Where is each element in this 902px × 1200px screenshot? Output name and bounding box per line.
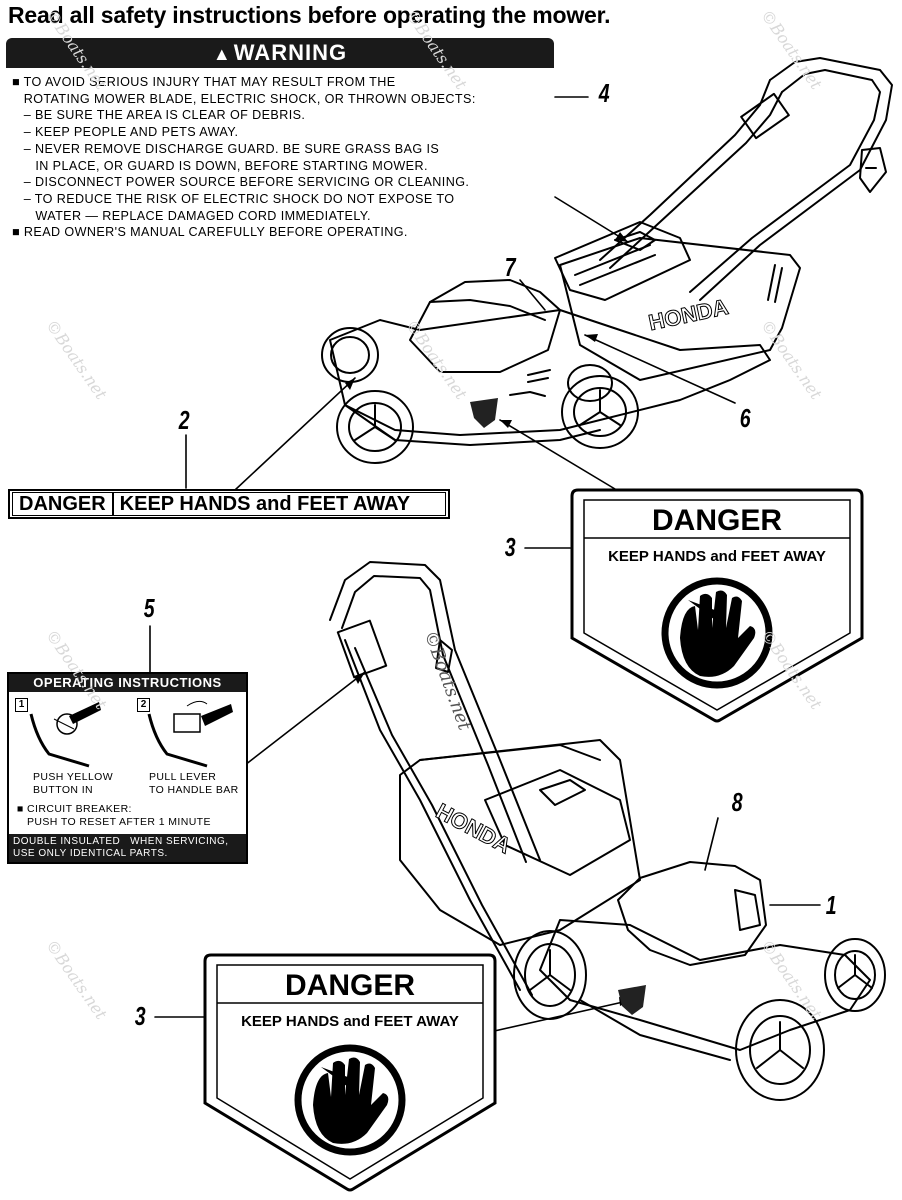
warning-triangle-icon: ▲ — [212, 44, 232, 64]
danger-strip-right: KEEP HANDS and FEET AWAY — [119, 492, 411, 515]
warning-header-text: WARNING — [233, 40, 348, 65]
operating-instructions-footer: DOUBLE INSULATED WHEN SERVICING, USE ONL… — [9, 834, 246, 862]
warning-line: – KEEP PEOPLE AND PETS AWAY. — [12, 125, 239, 140]
warning-text-block: ■ TO AVOID SERIOUS INJURY THAT MAY RESUL… — [12, 74, 542, 241]
mower-decals — [470, 398, 646, 1015]
callout-5: 5 — [143, 593, 155, 623]
callout-2: 2 — [178, 405, 190, 435]
operating-instructions-label: OPERATING INSTRUCTIONS 1 2 PUSH YELLOW B… — [7, 672, 248, 864]
callout-4: 4 — [598, 78, 610, 108]
hand-hazard-icon — [661, 577, 773, 689]
warning-header: ▲WARNING — [6, 38, 554, 68]
step-1-line-1: PUSH YELLOW — [33, 771, 114, 783]
callout-6: 6 — [739, 403, 751, 433]
callout-7: 7 — [504, 252, 516, 282]
breaker-line-2: PUSH TO RESET AFTER 1 MINUTE — [27, 816, 211, 828]
operating-steps-illustration — [29, 700, 233, 768]
warning-label: ▲WARNING ■ TO AVOID SERIOUS INJURY THAT … — [6, 38, 554, 248]
warning-line: ■ READ OWNER'S MANUAL CAREFULLY BEFORE O… — [12, 225, 408, 240]
danger-strip-label: DANGER KEEP HANDS and FEET AWAY — [8, 489, 450, 519]
danger-sign-heading: DANGER — [652, 504, 782, 537]
step-2-line-1: PULL LEVER — [149, 771, 217, 783]
step-1-line-2: BUTTON IN — [33, 784, 93, 796]
footer-line-1: DOUBLE INSULATED WHEN SERVICING, — [13, 836, 229, 847]
step-2-line-2: TO HANDLE BAR — [149, 784, 239, 796]
step-1-number: 1 — [15, 698, 28, 712]
warning-line: IN PLACE, OR GUARD IS DOWN, BEFORE START… — [12, 158, 428, 173]
leader-lines — [149, 96, 821, 1033]
operating-instructions-header: OPERATING INSTRUCTIONS — [9, 674, 246, 692]
warning-line: ■ TO AVOID SERIOUS INJURY THAT MAY RESUL… — [12, 75, 396, 89]
warning-line: – TO REDUCE THE RISK OF ELECTRIC SHOCK D… — [12, 191, 455, 206]
top-mower-illustration — [321, 57, 893, 464]
callout-1: 1 — [825, 890, 837, 920]
danger-sign-upper: DANGER KEEP HANDS and FEET AWAY — [570, 488, 864, 723]
warning-line: – BE SURE THE AREA IS CLEAR OF DEBRIS. — [12, 108, 306, 123]
danger-strip-left: DANGER — [13, 493, 114, 515]
page-title: Read all safety instructions before oper… — [8, 2, 611, 28]
breaker-line-1: ■ CIRCUIT BREAKER: — [17, 803, 132, 815]
danger-sign-subtext: KEEP HANDS and FEET AWAY — [608, 548, 826, 565]
callout-8: 8 — [731, 787, 743, 817]
leader-arrowheads — [345, 232, 632, 1006]
warning-line: WATER — REPLACE DAMAGED CORD IMMEDIATELY… — [12, 208, 371, 223]
bottom-mower-illustration — [329, 561, 886, 1101]
callout-3-lower: 3 — [134, 1001, 146, 1031]
danger-sign-lower: DANGER KEEP HANDS and FEET AWAY — [203, 953, 497, 1192]
warning-line: ROTATING MOWER BLADE, ELECTRIC SHOCK, OR… — [12, 91, 476, 106]
callout-3-upper: 3 — [504, 532, 516, 562]
hand-hazard-icon — [294, 1044, 406, 1156]
danger-sign-heading: DANGER — [285, 969, 415, 1002]
footer-line-2: USE ONLY IDENTICAL PARTS. — [13, 848, 168, 859]
warning-line: – DISCONNECT POWER SOURCE BEFORE SERVICI… — [12, 175, 470, 190]
step-2-number: 2 — [137, 698, 150, 712]
danger-sign-subtext: KEEP HANDS and FEET AWAY — [241, 1013, 459, 1030]
brand-text-top: HONDA — [646, 294, 730, 335]
warning-line: – NEVER REMOVE DISCHARGE GUARD. BE SURE … — [12, 141, 440, 156]
